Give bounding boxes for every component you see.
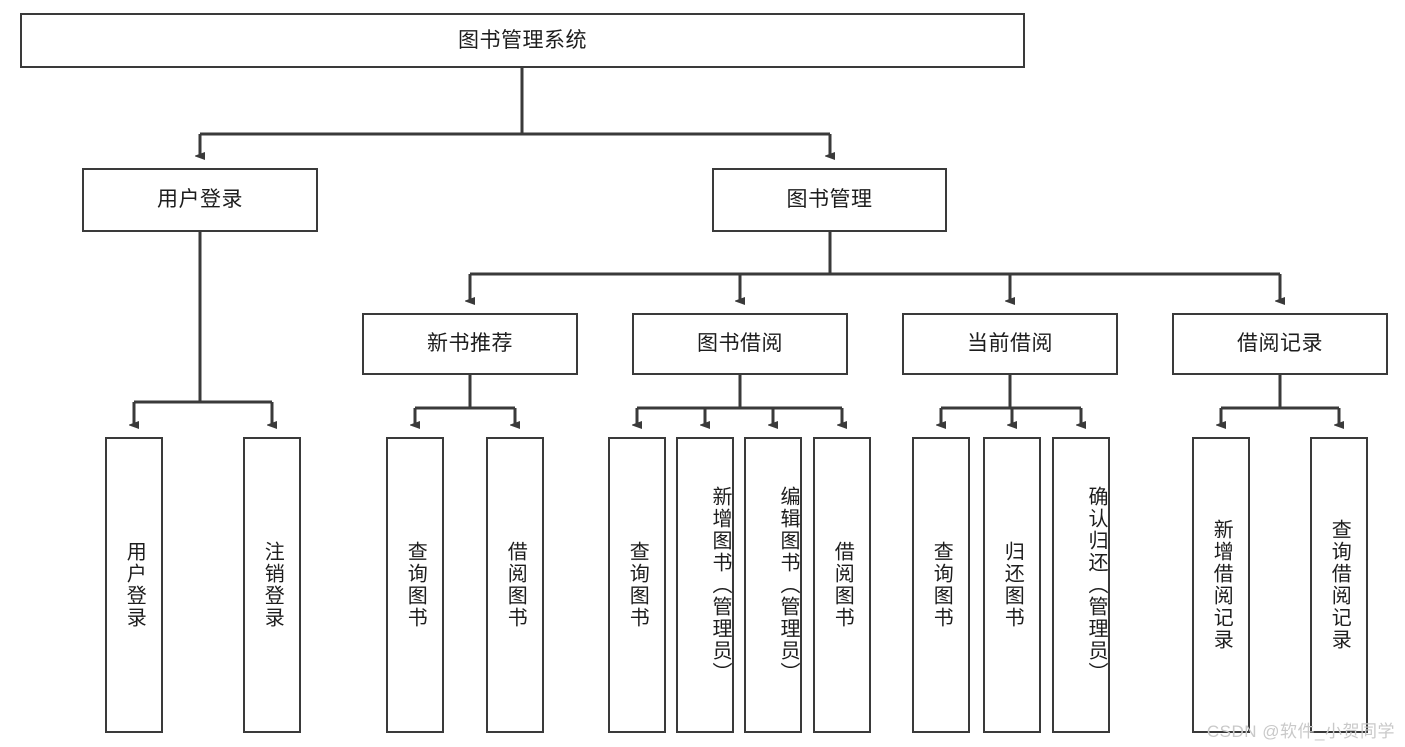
leaf-user-login[interactable]: 用户登录: [105, 437, 163, 733]
leaf-query-books-recommend[interactable]: 查询图书: [386, 437, 444, 733]
node-new-book-recommend[interactable]: 新书推荐: [362, 313, 578, 375]
leaf-query-books-borrow[interactable]: 查询图书: [608, 437, 666, 733]
node-root[interactable]: 图书管理系统: [20, 13, 1025, 68]
leaf-add-book-admin[interactable]: 新增图书（管理员）: [676, 437, 734, 733]
leaf-query-borrow-record[interactable]: 查询借阅记录: [1310, 437, 1368, 733]
leaf-add-borrow-record[interactable]: 新增借阅记录: [1192, 437, 1250, 733]
leaf-user-logout[interactable]: 注销登录: [243, 437, 301, 733]
leaf-return-book[interactable]: 归还图书: [983, 437, 1041, 733]
leaf-query-books-current[interactable]: 查询图书: [912, 437, 970, 733]
leaf-edit-book-admin[interactable]: 编辑图书（管理员）: [744, 437, 802, 733]
node-current-borrow[interactable]: 当前借阅: [902, 313, 1118, 375]
watermark-text: CSDN @软件_小贺同学: [1206, 722, 1395, 741]
node-book-borrow[interactable]: 图书借阅: [632, 313, 848, 375]
node-user-login[interactable]: 用户登录: [82, 168, 318, 232]
node-borrow-record[interactable]: 借阅记录: [1172, 313, 1388, 375]
leaf-borrow-book[interactable]: 借阅图书: [813, 437, 871, 733]
leaf-borrow-books-recommend[interactable]: 借阅图书: [486, 437, 544, 733]
leaf-confirm-return-admin[interactable]: 确认归还（管理员）: [1052, 437, 1110, 733]
node-book-management[interactable]: 图书管理: [712, 168, 947, 232]
